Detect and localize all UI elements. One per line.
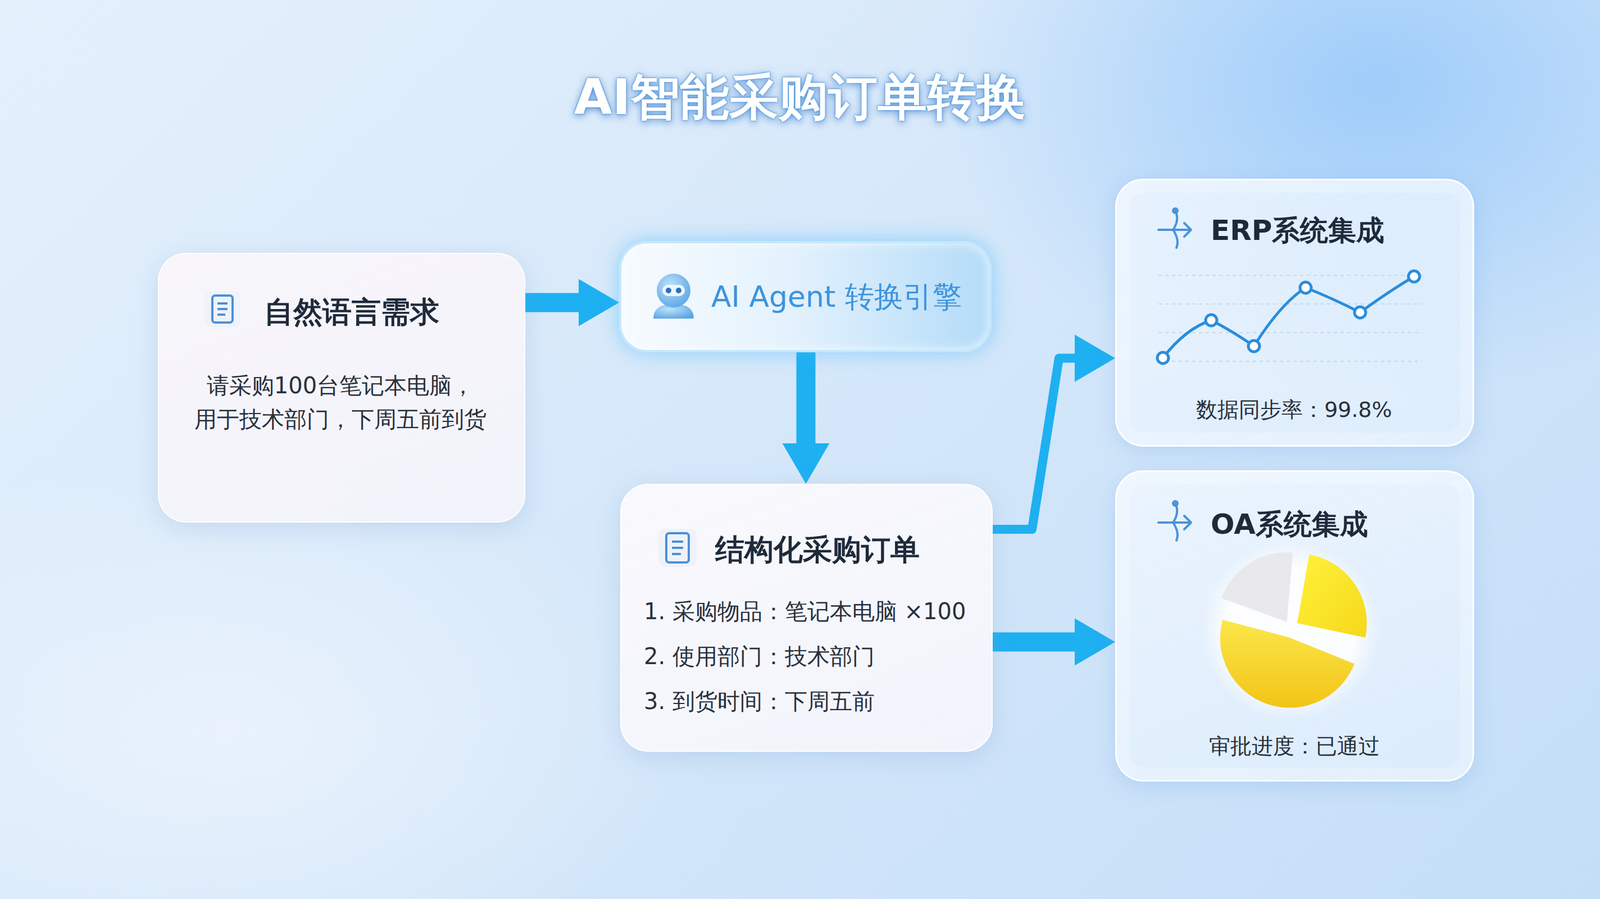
status-text: 审批进度：已通过 xyxy=(1116,732,1472,760)
arrow-connector xyxy=(992,358,1075,530)
order-box: 结构化采购订单 1. 采购物品：笔记本电脑 ×100 2. 使用部门：技术部门 3. … xyxy=(620,483,993,752)
order-item: 1. 采购物品：笔记本电脑 ×100 xyxy=(643,597,966,626)
arrow-connector xyxy=(992,632,1075,652)
arrow-connector xyxy=(525,293,579,313)
box-heading: OA系统集成 xyxy=(1210,507,1368,542)
line-chart xyxy=(1157,270,1423,364)
box-heading: 自然语言需求 xyxy=(264,294,440,330)
request-text: 请采购100台笔记本电脑， 用于技术部门，下周五前到货 xyxy=(175,368,506,436)
integration-icon xyxy=(1158,501,1192,541)
diagram-title: AI智能采购订单转换 xyxy=(0,66,1600,129)
erp-box: ERP系统集成数据同步率：99.8% xyxy=(1115,178,1475,447)
input-box: 自然语言需求请采购100台笔记本电脑， 用于技术部门，下周五前到货 xyxy=(157,252,526,523)
box-heading: ERP系统集成 xyxy=(1210,213,1385,248)
metric-text: 数据同步率：99.8% xyxy=(1116,396,1472,424)
pie-chart xyxy=(1200,540,1381,721)
engine-box: AI Agent 转换引擎 xyxy=(619,241,992,353)
oa-box: OA系统集成审批进度：已通过 xyxy=(1115,470,1475,782)
engine-label: AI Agent 转换引擎 xyxy=(711,279,962,315)
box-heading: 结构化采购订单 xyxy=(715,532,920,567)
document-icon xyxy=(204,291,241,327)
arrow-connector xyxy=(796,352,816,444)
order-item: 3. 到货时间：下周五前 xyxy=(643,687,875,716)
robot-icon xyxy=(653,273,694,319)
integration-icon xyxy=(1158,208,1192,248)
document-icon xyxy=(658,528,697,567)
order-item: 2. 使用部门：技术部门 xyxy=(643,642,875,671)
